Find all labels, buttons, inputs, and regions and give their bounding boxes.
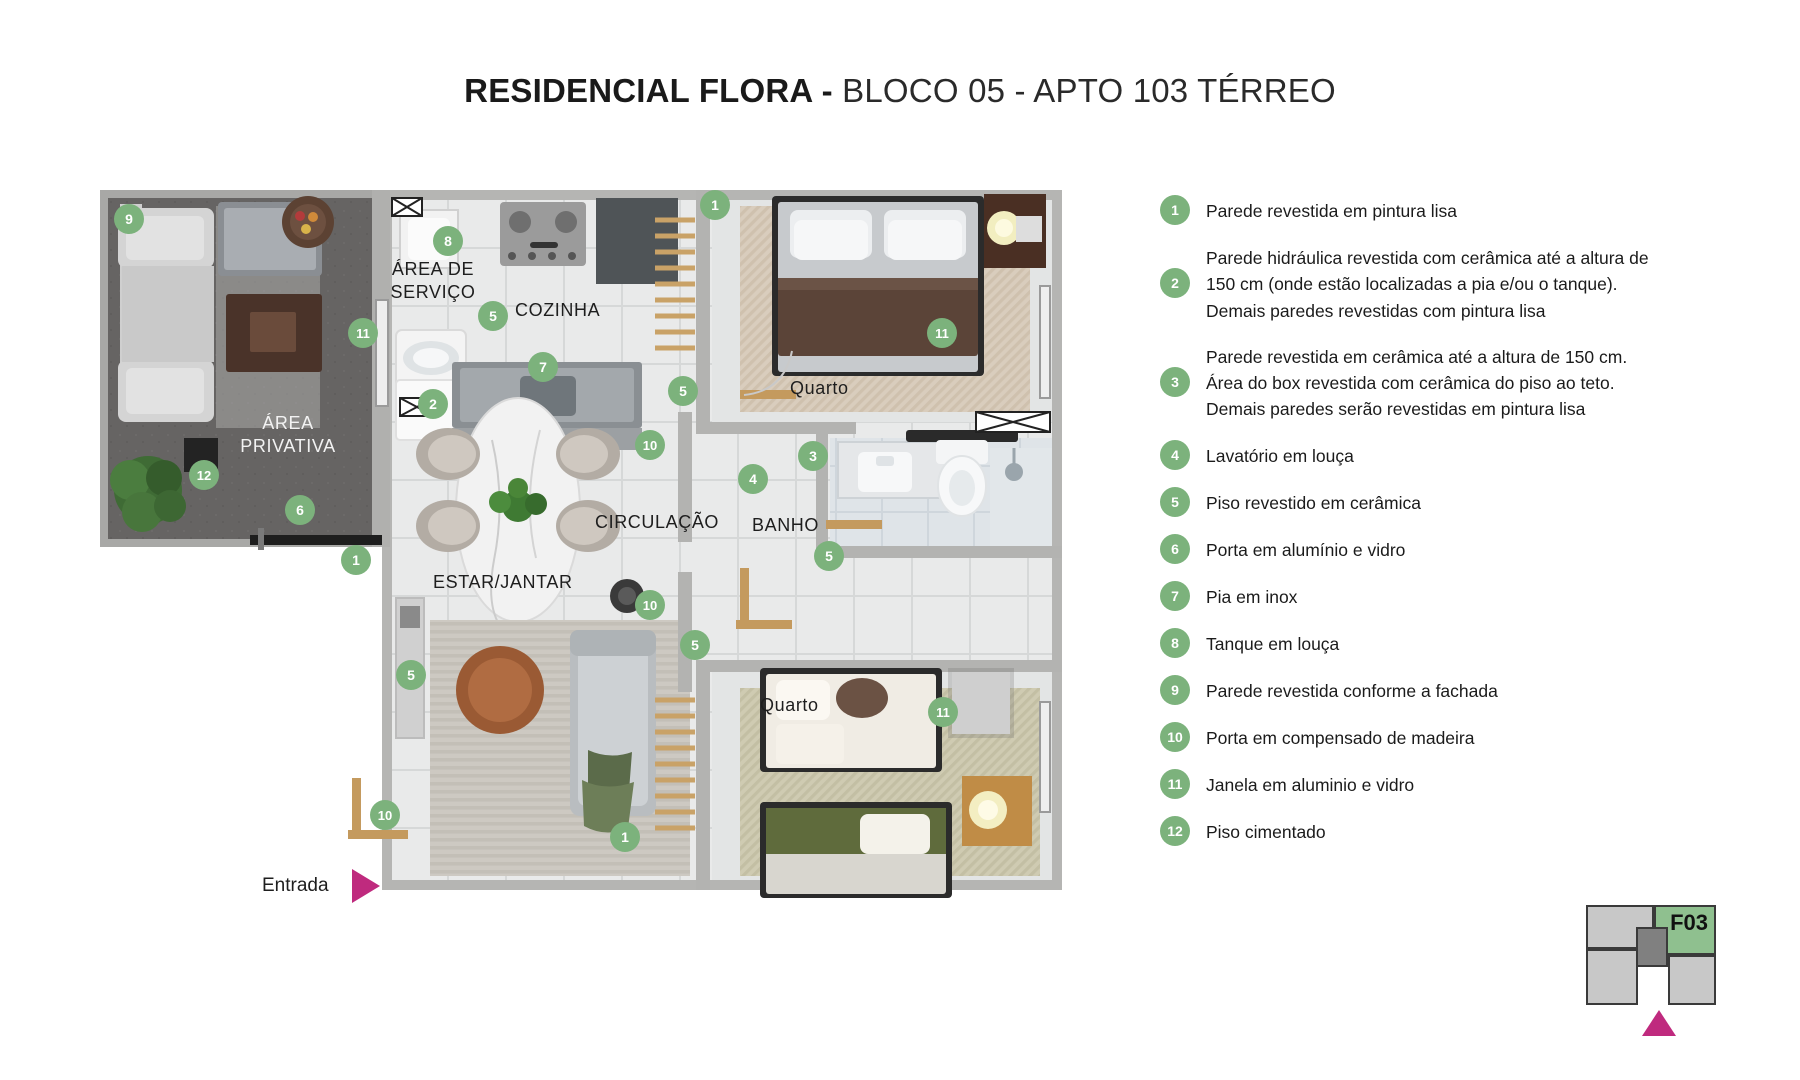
plan-marker-1: 1 xyxy=(341,545,371,575)
key-map: F03 xyxy=(1586,905,1746,1036)
page-title-light: BLOCO 05 - APTO 103 TÉRREO xyxy=(832,72,1336,109)
keymap-block-br xyxy=(1668,955,1716,1005)
plan-marker-5: 5 xyxy=(478,301,508,331)
legend-badge-9: 9 xyxy=(1160,674,1190,705)
entrance-label: Entrada xyxy=(262,875,329,896)
page-title-bold: RESIDENCIAL FLORA - xyxy=(464,72,833,109)
legend-text-10: Porta em compensado de madeira xyxy=(1206,727,1475,748)
plan-marker-5: 5 xyxy=(396,660,426,690)
legend-text-4: Lavatório em louça xyxy=(1206,445,1354,466)
plan-marker-9: 9 xyxy=(114,204,144,234)
area-privativa-line1: ÁREA xyxy=(262,413,314,433)
legend-badge-3: 3 xyxy=(1160,366,1190,397)
page-title: RESIDENCIAL FLORA - BLOCO 05 - APTO 103 … xyxy=(0,72,1800,110)
plan-marker-12: 12 xyxy=(189,460,219,490)
keymap-block-bl xyxy=(1586,949,1638,1005)
plan-marker-11: 11 xyxy=(928,697,958,727)
legend-item-12: 12 Piso cimentado xyxy=(1160,815,1760,846)
area-privativa-line2: PRIVATIVA xyxy=(240,435,336,456)
legend-badge-5: 5 xyxy=(1160,486,1190,517)
legend-text-1: Parede revestida em pintura lisa xyxy=(1206,201,1457,221)
room-label-quarto-bottom: Quarto xyxy=(760,695,819,715)
legend-text-6: Porta em alumínio e vidro xyxy=(1206,539,1406,560)
keymap-label: F03 xyxy=(1670,910,1708,935)
plan-marker-8: 8 xyxy=(433,226,463,256)
legend-item-5: 5 Piso revestido em cerâmica xyxy=(1160,486,1760,517)
room-label-cozinha: COZINHA xyxy=(515,300,601,320)
room-label-banho: BANHO xyxy=(752,515,820,535)
plan-marker-1: 1 xyxy=(610,822,640,852)
plan-marker-10: 10 xyxy=(370,800,400,830)
legend-text-12: Piso cimentado xyxy=(1206,821,1326,842)
legend-item-4: 4 Lavatório em louça xyxy=(1160,439,1760,470)
legend-badge-11: 11 xyxy=(1160,768,1190,799)
keymap-block-core xyxy=(1636,927,1668,967)
area-servico-line1: ÁREA DE xyxy=(391,259,475,279)
legend-text-8: Tanque em louça xyxy=(1206,633,1340,654)
legend-badge-7: 7 xyxy=(1160,580,1190,611)
legend-text-9: Parede revestida conforme a fachada xyxy=(1206,680,1498,701)
plan-marker-2: 2 xyxy=(418,389,448,419)
floorplan-drawing: ÁREA PRIVATIVA ÁREA DE SERVIÇO COZINHA Q… xyxy=(100,190,1125,970)
room-label-estar-jantar: ESTAR/JANTAR xyxy=(433,572,573,592)
legend-item-1: 1 Parede revestida em pintura lisa xyxy=(1160,195,1760,225)
legend-badge-4: 4 xyxy=(1160,439,1190,470)
plan-marker-5: 5 xyxy=(680,630,710,660)
legend-text-7: Pia em inox xyxy=(1206,586,1298,607)
plan-marker-4: 4 xyxy=(738,464,768,494)
legend-badge-1: 1 xyxy=(1160,195,1190,225)
legend-item-3: 3 Parede revestida em cerâmica até a altu… xyxy=(1160,341,1760,423)
legend-item-9: 9 Parede revestida conforme a fachada xyxy=(1160,674,1760,705)
legend-badge-10: 10 xyxy=(1160,721,1190,752)
legend-item-8: 8 Tanque em louça xyxy=(1160,627,1760,658)
legend-badge-6: 6 xyxy=(1160,533,1190,564)
plan-marker-7: 7 xyxy=(528,352,558,382)
legend-text-5: Piso revestido em cerâmica xyxy=(1206,492,1421,513)
plan-marker-5: 5 xyxy=(814,541,844,571)
room-label-circulacao: CIRCULAÇÃO xyxy=(595,512,720,532)
floorplan-svg xyxy=(100,190,1062,898)
room-label-area-servico: ÁREA DE SERVIÇO xyxy=(378,258,488,303)
legend-text-11: Janela em aluminio e vidro xyxy=(1206,774,1415,795)
legend-badge-12: 12 xyxy=(1160,815,1190,846)
plan-marker-6: 6 xyxy=(285,495,315,525)
legend-item-6: 6 Porta em alumínio e vidro xyxy=(1160,533,1760,564)
plan-marker-10: 10 xyxy=(635,590,665,620)
room-label-quarto-top: Quarto xyxy=(790,378,849,398)
room-label-area-privativa: ÁREA PRIVATIVA xyxy=(228,412,348,457)
plan-marker-10: 10 xyxy=(635,430,665,460)
legend-item-7: 7 Pia em inox xyxy=(1160,580,1760,611)
legend-item-10: 10 Porta em compensado de madeira xyxy=(1160,721,1760,752)
plan-marker-11: 11 xyxy=(348,318,378,348)
area-servico-line2: SERVIÇO xyxy=(390,281,476,302)
legend-item-2: 2 Parede hidráulica revestida com cerâmic… xyxy=(1160,242,1760,324)
plan-marker-5: 5 xyxy=(668,376,698,406)
plan-marker-1: 1 xyxy=(700,190,730,220)
plan-marker-3: 3 xyxy=(798,441,828,471)
plan-marker-11: 11 xyxy=(927,318,957,348)
legend-text-3: Parede revestida em cerâmica até a altur… xyxy=(1206,346,1628,420)
keymap-arrow-icon xyxy=(1642,1010,1676,1036)
legend-badge-2: 2 xyxy=(1160,267,1190,298)
legend-text-2: Parede hidráulica revestida com cerâmica… xyxy=(1206,248,1649,321)
legend-item-11: 11 Janela em aluminio e vidro xyxy=(1160,768,1760,799)
entrance-arrow-icon xyxy=(352,869,380,903)
legend-badge-8: 8 xyxy=(1160,627,1190,658)
